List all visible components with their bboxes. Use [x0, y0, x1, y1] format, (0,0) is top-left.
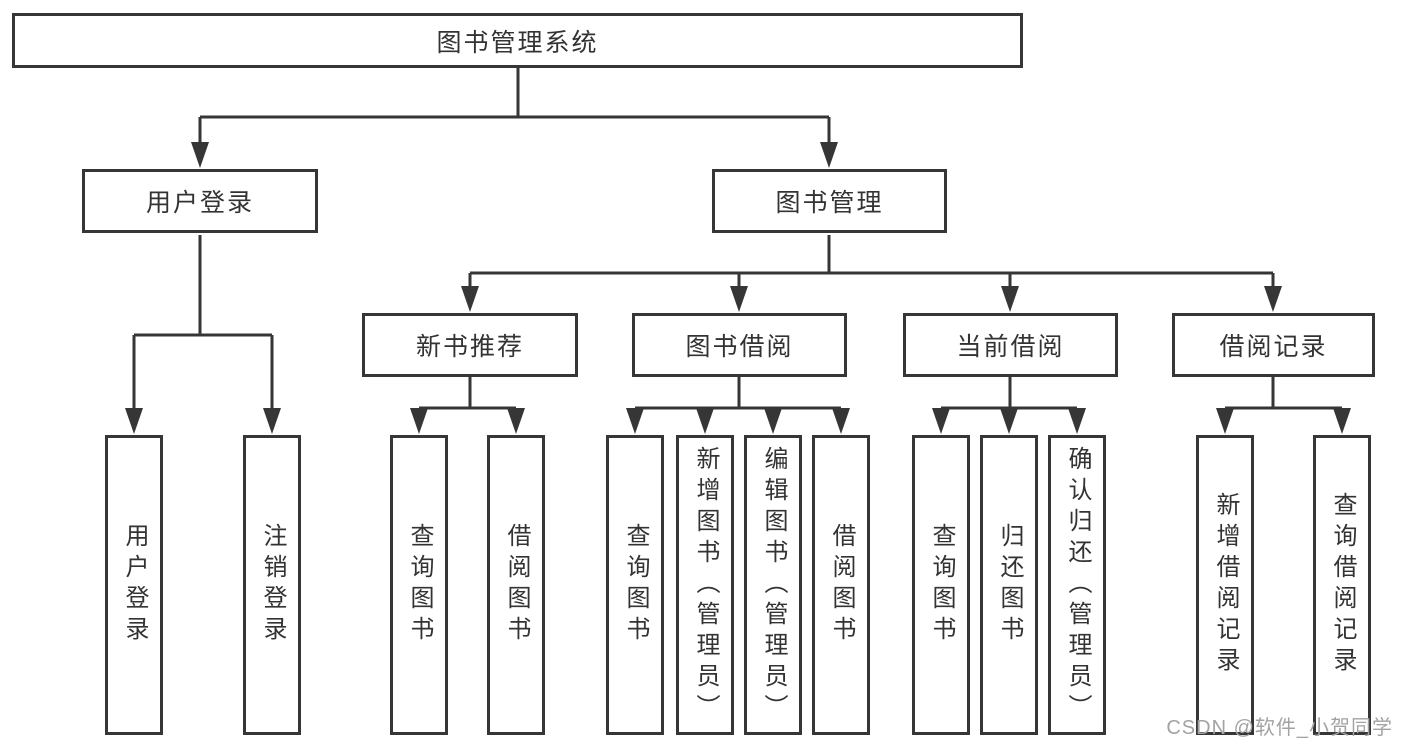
- leaf-borrow-books-recommend-label: 借阅图书: [503, 523, 530, 647]
- node-book-borrow: 图书借阅: [632, 313, 847, 377]
- leaf-edit-book-admin-label: 编辑图书（管理员）: [760, 445, 787, 725]
- leaf-query-books-borrow: 查询图书: [606, 435, 664, 735]
- leaf-confirm-return-admin-label: 确认归还（管理员）: [1064, 445, 1091, 725]
- arrowheads: [125, 142, 1351, 434]
- node-borrow-records: 借阅记录: [1172, 313, 1375, 377]
- leaf-logout: 注销登录: [243, 435, 301, 735]
- node-book-borrow-label: 图书借阅: [685, 333, 794, 361]
- leaf-return-book-label: 归还图书: [996, 523, 1023, 647]
- node-root: 图书管理系统: [12, 13, 1023, 68]
- leaf-edit-book-admin: 编辑图书（管理员）: [744, 435, 802, 735]
- leaf-query-books-current-label: 查询图书: [928, 523, 955, 647]
- leaf-query-borrow-record: 查询借阅记录: [1313, 435, 1371, 735]
- leaf-user-login: 用户登录: [105, 435, 163, 735]
- node-new-book-recommend: 新书推荐: [362, 313, 578, 377]
- leaf-add-borrow-record: 新增借阅记录: [1196, 435, 1254, 735]
- leaf-borrow-books-2-label: 借阅图书: [828, 523, 855, 647]
- leaf-query-borrow-record-label: 查询借阅记录: [1329, 492, 1356, 678]
- node-user-login-label: 用户登录: [145, 189, 254, 217]
- leaf-query-books-borrow-label: 查询图书: [622, 523, 649, 647]
- leaf-query-books-current: 查询图书: [912, 435, 970, 735]
- node-user-login: 用户登录: [82, 169, 318, 233]
- leaf-query-books-recommend: 查询图书: [390, 435, 448, 735]
- node-new-book-recommend-label: 新书推荐: [415, 333, 524, 361]
- node-book-management-label: 图书管理: [775, 189, 884, 217]
- leaf-borrow-books-2: 借阅图书: [812, 435, 870, 735]
- leaf-add-book-admin: 新增图书（管理员）: [676, 435, 734, 735]
- leaf-add-book-admin-label: 新增图书（管理员）: [692, 445, 719, 725]
- leaf-logout-label: 注销登录: [259, 523, 286, 647]
- node-current-borrow-label: 当前借阅: [956, 333, 1065, 361]
- leaf-query-books-recommend-label: 查询图书: [406, 523, 433, 647]
- leaf-return-book: 归还图书: [980, 435, 1038, 735]
- leaf-borrow-books-recommend: 借阅图书: [487, 435, 545, 735]
- tree-edges: [132, 68, 1342, 412]
- node-borrow-records-label: 借阅记录: [1219, 333, 1328, 361]
- watermark: CSDN @软件_小贺同学: [1166, 717, 1393, 739]
- leaf-confirm-return-admin: 确认归还（管理员）: [1048, 435, 1106, 735]
- leaf-user-login-label: 用户登录: [121, 523, 148, 647]
- node-book-management: 图书管理: [712, 169, 947, 233]
- node-root-label: 图书管理系统: [436, 28, 599, 57]
- leaf-add-borrow-record-label: 新增借阅记录: [1212, 492, 1239, 678]
- node-current-borrow: 当前借阅: [903, 313, 1118, 377]
